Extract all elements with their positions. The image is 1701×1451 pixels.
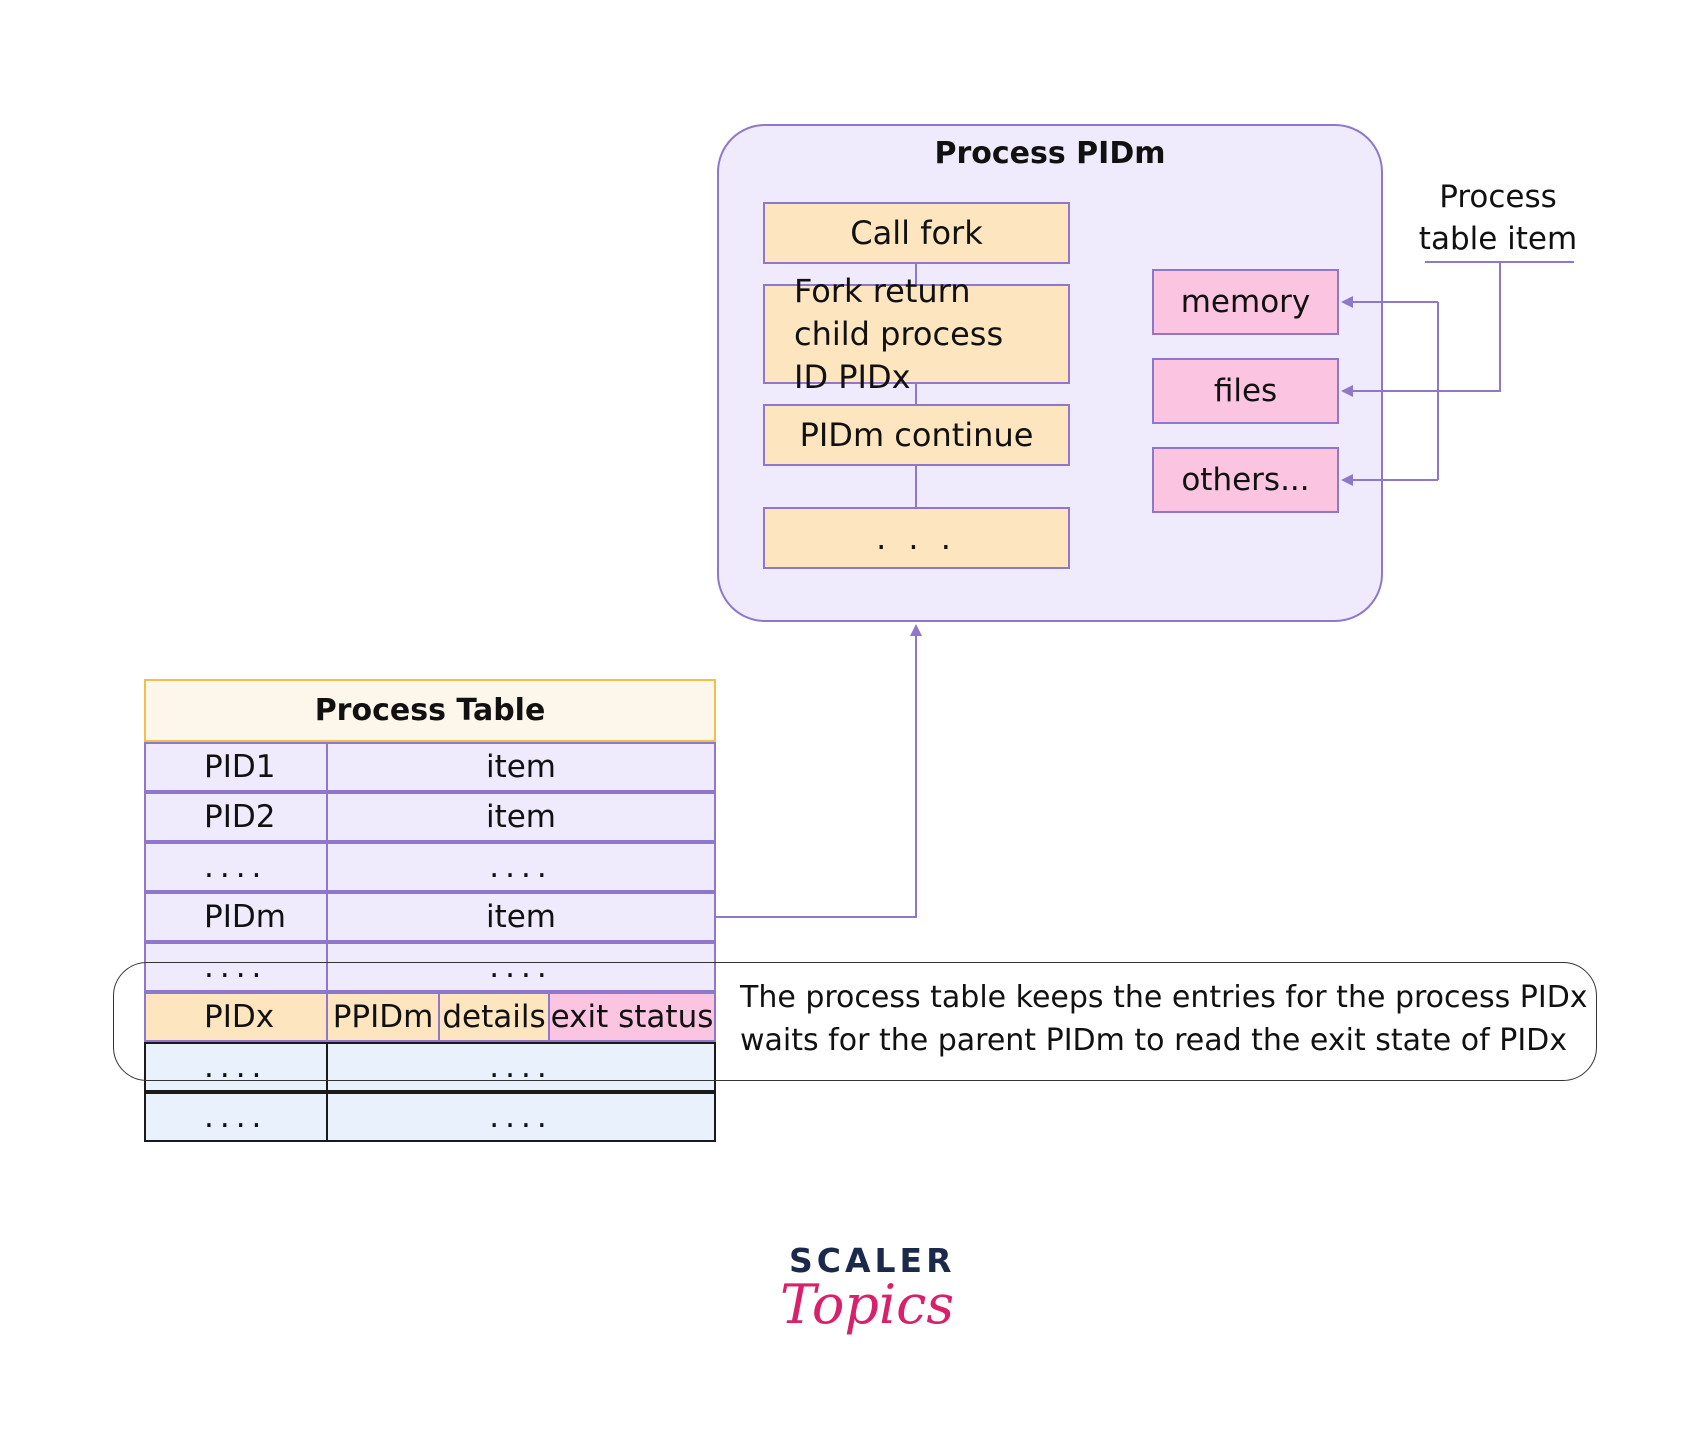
process-table-header: Process Table xyxy=(144,679,716,742)
pid-cell: PIDx xyxy=(144,992,326,1042)
note-text: The process table keeps the entries for … xyxy=(740,980,1588,1058)
item-cell: item xyxy=(326,892,716,942)
item-cell: .... xyxy=(326,842,716,892)
step-call-fork: Call fork xyxy=(763,202,1070,264)
details-cell: details xyxy=(438,992,548,1042)
logo-scaler-text: SCALER xyxy=(789,1241,956,1280)
resource-files: files xyxy=(1152,358,1339,424)
item-cell: .... xyxy=(326,1092,716,1142)
table-row: .... .... xyxy=(144,842,716,892)
pidm-link-arrow xyxy=(716,624,922,918)
step-connector xyxy=(915,466,917,507)
item-cell: .... xyxy=(326,1042,716,1092)
step-connector xyxy=(915,384,917,404)
item-cell: item xyxy=(326,792,716,842)
table-row: PID2 item xyxy=(144,792,716,842)
step-ellipsis: . . . xyxy=(763,507,1070,569)
step-connector xyxy=(915,264,917,284)
table-row: .... .... xyxy=(144,1092,716,1142)
bracket-line xyxy=(1438,263,1501,392)
logo-topics-text: Topics xyxy=(780,1273,955,1336)
table-row: PIDm item xyxy=(144,892,716,942)
resource-others: others... xyxy=(1152,447,1339,513)
pid-cell: .... xyxy=(144,1092,326,1142)
table-row: PID1 item xyxy=(144,742,716,792)
label-underline xyxy=(1425,261,1574,263)
pid-cell: PIDm xyxy=(144,892,326,942)
ppid-cell: PPIDm xyxy=(326,992,438,1042)
pid-cell: PID1 xyxy=(144,742,326,792)
process-pidm-title: Process PIDm xyxy=(934,136,1166,171)
note-callout xyxy=(113,962,1597,1081)
table-row-pidx: PIDx PPIDm details exit status xyxy=(144,992,716,1042)
pid-cell: .... xyxy=(144,842,326,892)
item-cell: .... xyxy=(326,942,716,992)
step-pidm-continue: PIDm continue xyxy=(763,404,1070,466)
resource-memory: memory xyxy=(1152,269,1339,335)
step-fork-return: Fork return child process ID PIDx xyxy=(763,272,1070,396)
process-table-item-label: Process table item xyxy=(1418,179,1578,257)
pid-cell: .... xyxy=(144,1042,326,1092)
table-row: .... .... xyxy=(144,942,716,992)
table-row: .... .... xyxy=(144,1042,716,1092)
pid-cell: .... xyxy=(144,942,326,992)
pid-cell: PID2 xyxy=(144,792,326,842)
exit-status-cell: exit status xyxy=(548,992,716,1042)
item-cell: item xyxy=(326,742,716,792)
